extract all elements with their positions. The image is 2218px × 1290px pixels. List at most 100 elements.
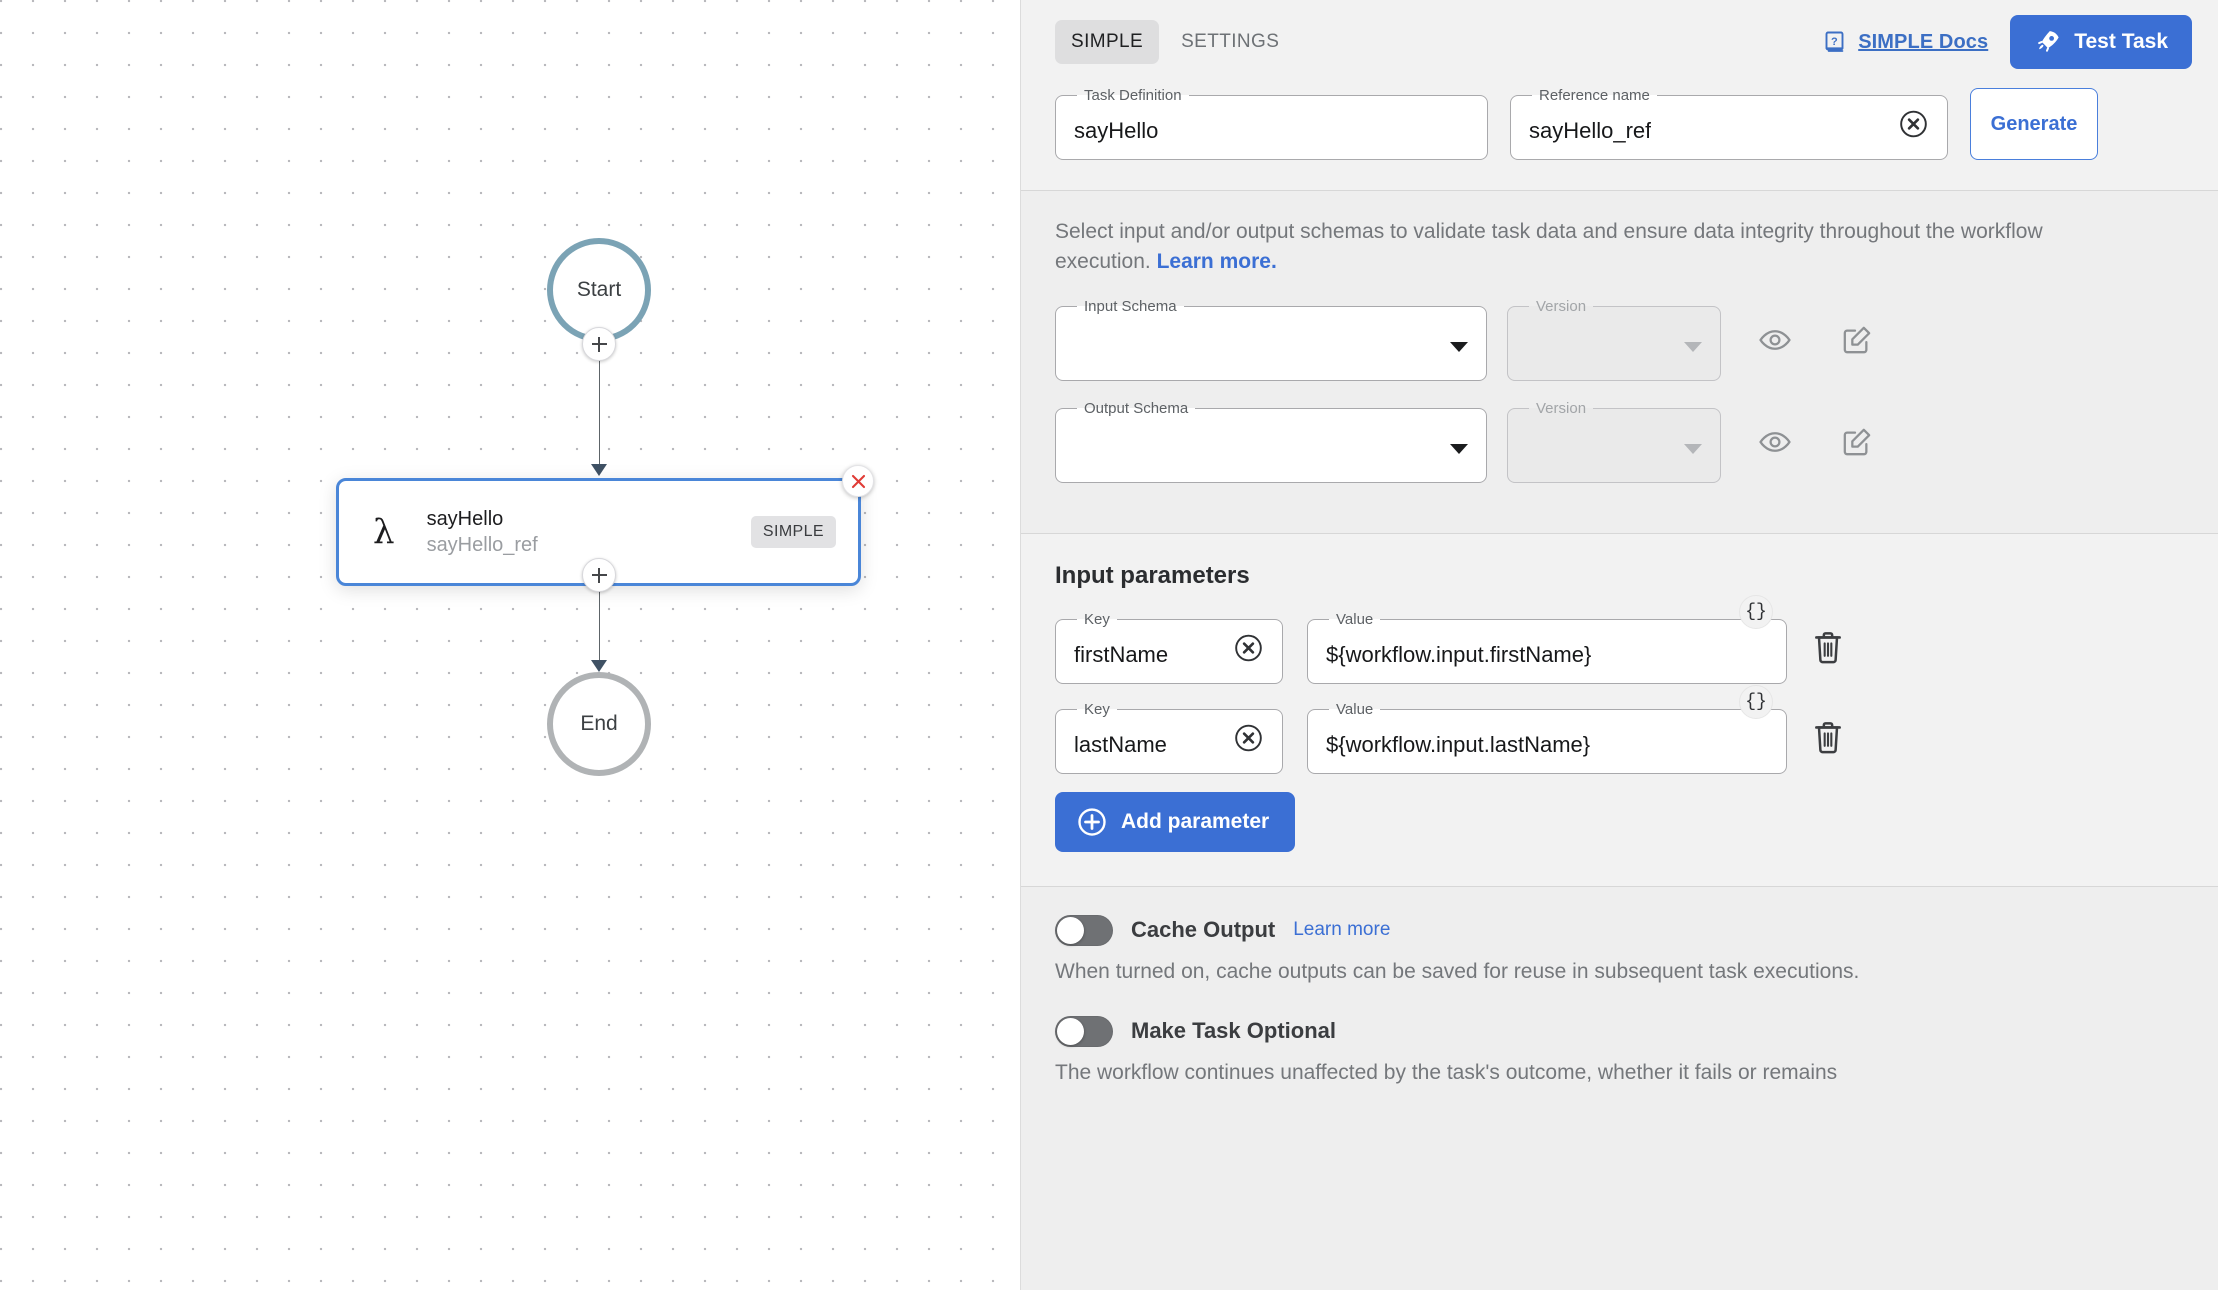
input-schema-select[interactable]: Input Schema	[1055, 298, 1487, 381]
tab-simple[interactable]: SIMPLE	[1055, 20, 1160, 64]
delete-parameter-button-1[interactable]	[1811, 720, 1845, 756]
schema-learn-more-link[interactable]: Learn more.	[1156, 249, 1277, 273]
schema-helper-sentence: Select input and/or output schemas to va…	[1055, 220, 2043, 273]
make-task-optional-description: The workflow continues unaffected by the…	[1055, 1060, 1838, 1084]
edge-arrow-to-end	[591, 660, 607, 672]
output-schema-version-select[interactable]: Version	[1507, 399, 1721, 483]
cache-output-row: Cache Output Learn more	[1055, 914, 2184, 946]
input-version-legend: Version	[1536, 297, 1587, 315]
panel-tabs: SIMPLE SETTINGS	[1055, 20, 1295, 64]
toggle-knob	[1057, 1017, 1084, 1045]
book-question-icon: ?	[1825, 31, 1844, 52]
input-schema-row: Input Schema Version	[1055, 297, 2184, 381]
edit-input-schema-button[interactable]	[1839, 322, 1875, 358]
task-node-badge: SIMPLE	[750, 516, 836, 548]
add-task-button-after-start[interactable]	[582, 327, 616, 361]
panel-header: SIMPLE SETTINGS ? SIMPLE Docs	[1021, 0, 2218, 70]
make-task-optional-label: Make Task Optional	[1131, 1018, 1336, 1044]
parameter-key-legend: Key	[1084, 700, 1110, 718]
lambda-icon: λ	[373, 512, 395, 552]
json-braces-badge[interactable]: {}	[1739, 684, 1773, 719]
view-input-schema-button[interactable]	[1757, 322, 1793, 358]
input-parameters-title: Input parameters	[1055, 561, 1250, 589]
schema-section: Select input and/or output schemas to va…	[1021, 191, 2218, 533]
cache-output-description: When turned on, cache outputs can be sav…	[1055, 959, 1860, 983]
parameter-value-field-0[interactable]: Value ${workflow.input.firstName} {}	[1307, 594, 1787, 684]
edit-output-schema-button[interactable]	[1839, 424, 1875, 460]
task-options-section: Cache Output Learn more When turned on, …	[1021, 886, 2218, 1290]
task-definition-field[interactable]: Task Definition sayHello	[1055, 88, 1488, 160]
add-parameter-button[interactable]: Add parameter	[1055, 791, 1296, 852]
task-node-title: sayHello	[426, 507, 504, 530]
input-parameters-section: Input parameters Key firstName Value	[1021, 533, 2218, 886]
task-node-texts: sayHello sayHello_ref	[427, 508, 751, 557]
rocket-icon	[2038, 31, 2059, 52]
view-output-schema-button[interactable]	[1757, 424, 1793, 460]
toggle-knob	[1057, 916, 1084, 944]
cache-output-learn-more-link[interactable]: Learn more	[1293, 919, 1391, 941]
schema-helper-text: Select input and/or output schemas to va…	[1055, 217, 2115, 277]
trash-icon	[1815, 631, 1841, 663]
input-schema-version-select[interactable]: Version	[1507, 297, 1721, 381]
make-task-optional-toggle[interactable]	[1055, 1015, 1113, 1047]
generate-button[interactable]: Generate	[1970, 88, 2098, 160]
cache-output-label: Cache Output	[1131, 917, 1276, 943]
output-schema-row: Output Schema Version	[1055, 399, 2184, 483]
clear-circle-icon[interactable]	[1899, 110, 1928, 139]
divider-after-schema	[1021, 532, 2218, 534]
chevron-down-icon	[1450, 443, 1468, 454]
add-task-button-after-task[interactable]	[582, 558, 616, 592]
add-parameter-label: Add parameter	[1121, 809, 1270, 833]
start-node[interactable]: Start	[547, 238, 651, 342]
workflow-canvas[interactable]: Start λ sayHello sayHello_ref SIMPLE	[0, 0, 1020, 1290]
parameter-key-value: lastName	[1074, 731, 1167, 757]
chevron-down-icon	[1684, 443, 1702, 454]
chevron-down-icon	[1450, 341, 1468, 352]
divider-after-definition	[1021, 190, 2218, 191]
edge-start-to-task	[598, 344, 601, 469]
panel-header-actions: ? SIMPLE Docs Test Task	[1823, 15, 2192, 69]
tab-settings[interactable]: SETTINGS	[1181, 31, 1280, 52]
eye-icon	[1759, 431, 1791, 452]
start-node-label: Start	[576, 278, 622, 301]
parameter-value-field-1[interactable]: Value ${workflow.input.lastName} {}	[1307, 684, 1787, 774]
parameter-value-legend: Value	[1336, 610, 1374, 628]
simple-docs-label: SIMPLE Docs	[1858, 30, 1989, 53]
plus-circle-icon	[1078, 807, 1106, 836]
parameter-row: Key firstName Value ${workflow.input.fir…	[1055, 594, 2184, 684]
reference-name-field[interactable]: Reference name sayHello_ref	[1510, 88, 1948, 160]
parameter-key-field-0[interactable]: Key firstName	[1055, 610, 1283, 684]
workflow-diagram: Start λ sayHello sayHello_ref SIMPLE	[0, 0, 1020, 1290]
svg-text:?: ?	[1831, 36, 1838, 48]
end-node[interactable]: End	[547, 672, 651, 776]
json-braces-badge[interactable]: {}	[1739, 594, 1773, 629]
trash-icon	[1815, 721, 1841, 753]
clear-circle-icon[interactable]	[1234, 633, 1263, 662]
parameter-value-text: ${workflow.input.firstName}	[1326, 641, 1592, 667]
eye-icon	[1759, 329, 1791, 350]
output-schema-legend: Output Schema	[1084, 399, 1189, 417]
parameter-row: Key lastName Value ${workflow.input.last…	[1055, 684, 2184, 774]
test-task-button[interactable]: Test Task	[2010, 15, 2192, 69]
cache-output-toggle[interactable]	[1055, 914, 1113, 946]
delete-parameter-button-0[interactable]	[1811, 630, 1845, 666]
output-schema-select[interactable]: Output Schema	[1055, 399, 1487, 483]
edit-square-icon	[1843, 428, 1871, 455]
simple-docs-link[interactable]: ? SIMPLE Docs	[1823, 30, 1988, 54]
output-version-legend: Version	[1536, 399, 1587, 417]
task-node-sayhello[interactable]: λ sayHello sayHello_ref SIMPLE	[336, 465, 874, 586]
edge-task-to-end	[598, 575, 601, 664]
parameter-value-text: ${workflow.input.lastName}	[1326, 731, 1591, 757]
task-node-reference: sayHello_ref	[426, 533, 538, 556]
delete-task-node-button[interactable]	[842, 465, 874, 497]
clear-circle-icon[interactable]	[1234, 723, 1263, 752]
parameter-key-value: firstName	[1074, 641, 1169, 667]
edge-arrow-to-task	[591, 464, 607, 476]
close-icon	[851, 474, 865, 488]
edit-square-icon	[1843, 326, 1871, 353]
parameter-key-field-1[interactable]: Key lastName	[1055, 700, 1283, 774]
make-task-optional-row: Make Task Optional	[1055, 1015, 2184, 1047]
task-definition-row: Task Definition sayHello Reference name …	[1021, 70, 2218, 190]
divider-after-parameters	[1021, 885, 2218, 887]
parameter-key-legend: Key	[1084, 610, 1110, 628]
